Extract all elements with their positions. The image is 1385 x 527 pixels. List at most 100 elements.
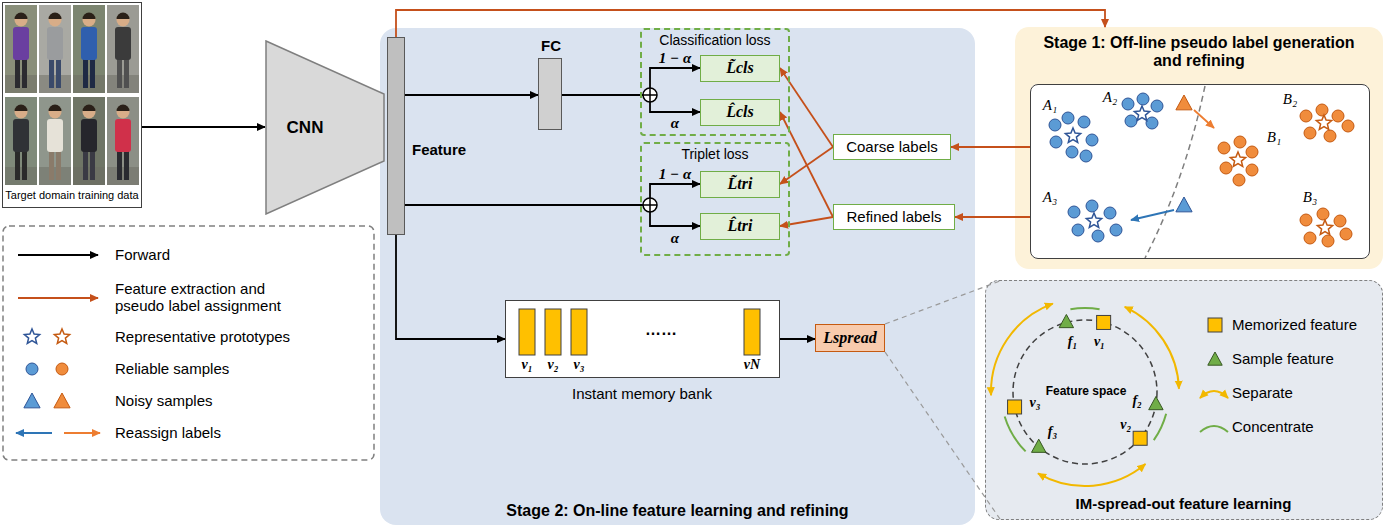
person-hair <box>117 105 130 112</box>
sample-dot <box>1050 136 1062 148</box>
sample-dot <box>1246 164 1258 176</box>
cluster-drawing <box>1049 86 1354 258</box>
panel-fill <box>1015 27 1383 269</box>
node-label: Instant memory bank <box>506 385 778 402</box>
branch-weight: 1 − α <box>659 50 691 66</box>
person-leg <box>56 149 61 180</box>
sum-symbols <box>643 88 657 212</box>
legend-label: Separate <box>1232 384 1380 401</box>
loss-group: L̃triL̂triTriplet loss <box>640 142 790 256</box>
loss-box: Lspread <box>815 324 885 352</box>
prototype-star <box>1086 213 1101 228</box>
sample-dot <box>1086 200 1098 212</box>
node-label: f₂ <box>1128 393 1146 409</box>
concentrate-sample <box>1200 426 1228 432</box>
image-panel: Target domain training data <box>2 2 142 208</box>
memory-slot <box>519 309 535 355</box>
sample-dot <box>56 363 68 375</box>
loss-box: L̃cls <box>700 55 780 82</box>
node-label: A₃ <box>1039 189 1061 206</box>
legend-label: Reassign labels <box>115 424 355 441</box>
node-label: …… <box>601 321 721 339</box>
noisy-sample <box>1176 197 1192 212</box>
memorized-feature <box>1097 315 1111 329</box>
legend-frame <box>3 226 374 460</box>
node-label: B₁ <box>1263 129 1285 146</box>
node-label: Feature <box>412 141 482 158</box>
sample-dot <box>1220 162 1232 174</box>
loss-box: L̂cls <box>700 99 780 126</box>
node-label: L̃tri <box>728 175 753 193</box>
sample-dot <box>1246 146 1258 158</box>
person-leg <box>117 57 122 88</box>
node-label: Stage 1: Off-line pseudo label generatio… <box>1030 34 1368 71</box>
node-label: L̂cls <box>726 103 754 121</box>
feature-circle <box>1013 320 1157 464</box>
node-label: v₃ <box>564 357 594 373</box>
zoom-line <box>885 352 1000 519</box>
prototype-star <box>1065 128 1080 143</box>
memory-slot <box>744 309 760 355</box>
photo-ground <box>39 167 71 185</box>
connector <box>951 146 1030 148</box>
legend-label: Concentrate <box>1232 418 1380 435</box>
memory-slots <box>506 301 778 376</box>
person-head <box>117 14 130 27</box>
sample-feature <box>1059 314 1073 327</box>
sum-symbol <box>643 88 657 102</box>
node-label: vN <box>737 357 767 373</box>
prototype-star <box>1230 152 1245 167</box>
feature-bar: Feature <box>387 37 405 235</box>
sample-dot <box>1340 228 1352 240</box>
sample-dot <box>1092 230 1104 242</box>
concentrate-arc <box>1154 414 1166 440</box>
photo-ground <box>5 167 37 185</box>
sample-dot <box>1304 232 1316 244</box>
sample-dot <box>1334 215 1346 227</box>
person-photos <box>5 5 139 185</box>
separate-arc <box>991 304 1053 396</box>
reassign-sample <box>16 432 52 434</box>
extraction-sample <box>18 297 98 299</box>
connector <box>780 217 833 226</box>
person-leg <box>15 57 20 88</box>
person-leg <box>22 149 27 180</box>
sample-dot <box>1146 117 1158 129</box>
memorized-feature <box>1008 400 1022 414</box>
sample-dot <box>1125 115 1137 127</box>
person-torso <box>47 119 63 152</box>
prototype-star <box>54 329 69 344</box>
node-label: CNN <box>265 118 345 138</box>
person-hair <box>15 13 28 19</box>
noisy-sample <box>1176 95 1192 110</box>
node-label: B₂ <box>1279 91 1301 108</box>
loss-box: L̃tri <box>700 171 780 198</box>
sample-dot <box>1332 110 1344 122</box>
connector <box>780 112 833 217</box>
sample-dot <box>1304 127 1316 139</box>
node-label: v₂ <box>538 357 568 373</box>
stage-panel: A₁A₂A₃B₁B₂B₃Stage 1: Off-line pseudo lab… <box>1015 27 1383 269</box>
person-head <box>83 106 96 119</box>
node-label: L̂tri <box>728 217 753 235</box>
label-box: Coarse labels <box>833 134 951 160</box>
sample-dot <box>1078 116 1090 128</box>
node-label: L̃cls <box>726 59 754 77</box>
person-head <box>83 14 96 27</box>
sample-feature <box>1149 397 1163 410</box>
person-hair <box>49 105 62 112</box>
person-leg <box>117 149 122 180</box>
sample-dot <box>1300 110 1312 122</box>
person-leg <box>56 57 61 88</box>
memory-slot <box>545 309 561 355</box>
legend-label: Feature extraction and pseudo label assi… <box>115 280 300 315</box>
sample-dot <box>1049 119 1061 131</box>
legend-label: Reliable samples <box>115 360 355 377</box>
node-label: Classification loss <box>642 32 788 48</box>
photo <box>39 5 71 93</box>
person-torso <box>81 27 97 60</box>
sample-dot <box>1322 235 1334 247</box>
branch-weight: α <box>671 230 679 246</box>
person-torso <box>13 119 29 152</box>
